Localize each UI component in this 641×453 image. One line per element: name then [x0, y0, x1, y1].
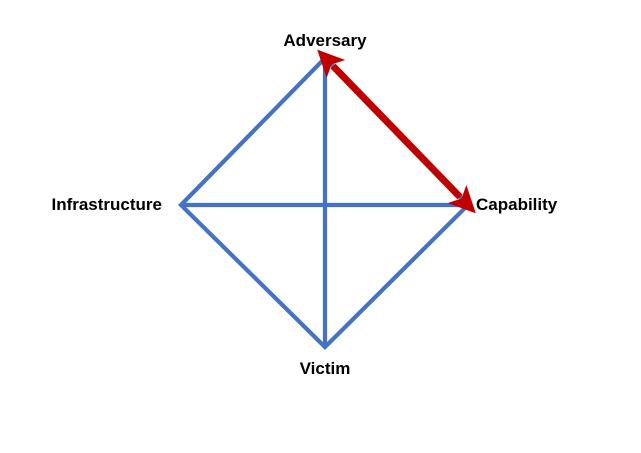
- node-label-capability: Capability: [476, 195, 558, 214]
- node-label-victim: Victim: [299, 359, 351, 378]
- adversary-capability-double-arrow: [317, 49, 476, 214]
- node-label-infrastructure: Infrastructure: [51, 195, 162, 214]
- node-label-adversary: Adversary: [283, 31, 367, 50]
